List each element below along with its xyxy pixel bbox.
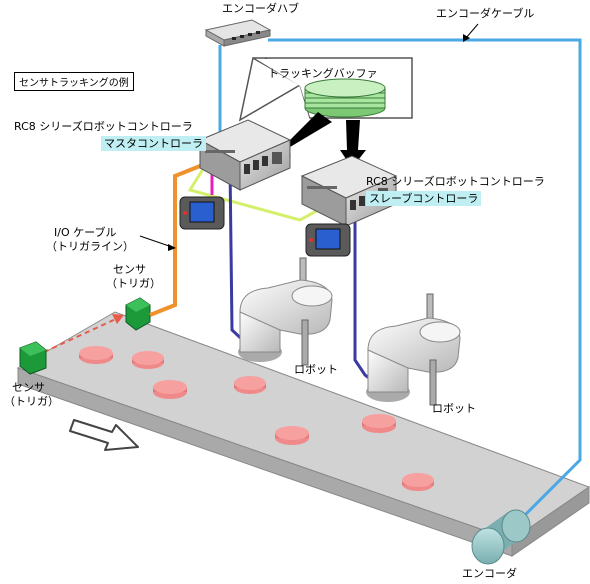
buffer-stack-icon [304,78,386,118]
workpiece [275,426,309,445]
io-cable-label-line1: I/O ケーブル [54,226,117,239]
slave-series-label: RC8 シリーズロボットコントローラ [366,175,545,188]
encoder-hub-label: エンコーダハブ [222,2,299,15]
sensor-lower-label-line1: センサ [12,381,45,394]
encoder-cable-callout [465,23,479,39]
encoder-icon [471,509,531,565]
robot-left-label: ロボット [294,363,338,376]
encoder-label: エンコーダ [462,567,517,580]
robot-right-label: ロボット [432,402,476,415]
teach-pendant-icon [179,196,225,230]
master-controller-icon [198,119,292,191]
sensor-beam [43,314,124,353]
example-title: センサトラッキングの例 [14,72,134,91]
slave-role-label: スレーブコントローラ [366,191,482,206]
sensor-icon [19,341,47,375]
workpiece [132,351,164,369]
sensor-lower-label-line2: （トリガ） [4,395,59,408]
tracking-buffer-label: トラッキングバッファ [268,67,378,80]
sensor-icon [125,297,151,331]
io-cable-label-line2: （トリガライン） [46,240,134,253]
teach-pendant-icon [305,223,351,257]
sensor-upper-label-line1: センサ [113,263,146,276]
io-cable-callout [139,235,173,248]
conveyor-belt [16,311,590,557]
direction-arrow-icon [69,419,139,451]
workpiece [153,380,187,399]
workpiece [234,376,266,394]
scara-robot-icon [366,293,461,406]
workpiece [402,473,434,491]
encoder-cable-label: エンコーダケーブル [436,7,535,20]
master-role-label: マスタコントローラ [101,136,206,151]
encoder-cable-main [268,38,582,522]
workpiece [362,414,396,433]
workpieces [79,346,434,491]
master-series-label: RC8 シリーズロボットコントローラ [14,120,193,133]
io-trigger-cable [149,162,206,317]
encoder-hub-icon [204,19,272,47]
sensor-upper-label-line2: （トリガ） [106,277,161,290]
scara-robot-icon [238,257,333,366]
workpiece [79,346,113,364]
